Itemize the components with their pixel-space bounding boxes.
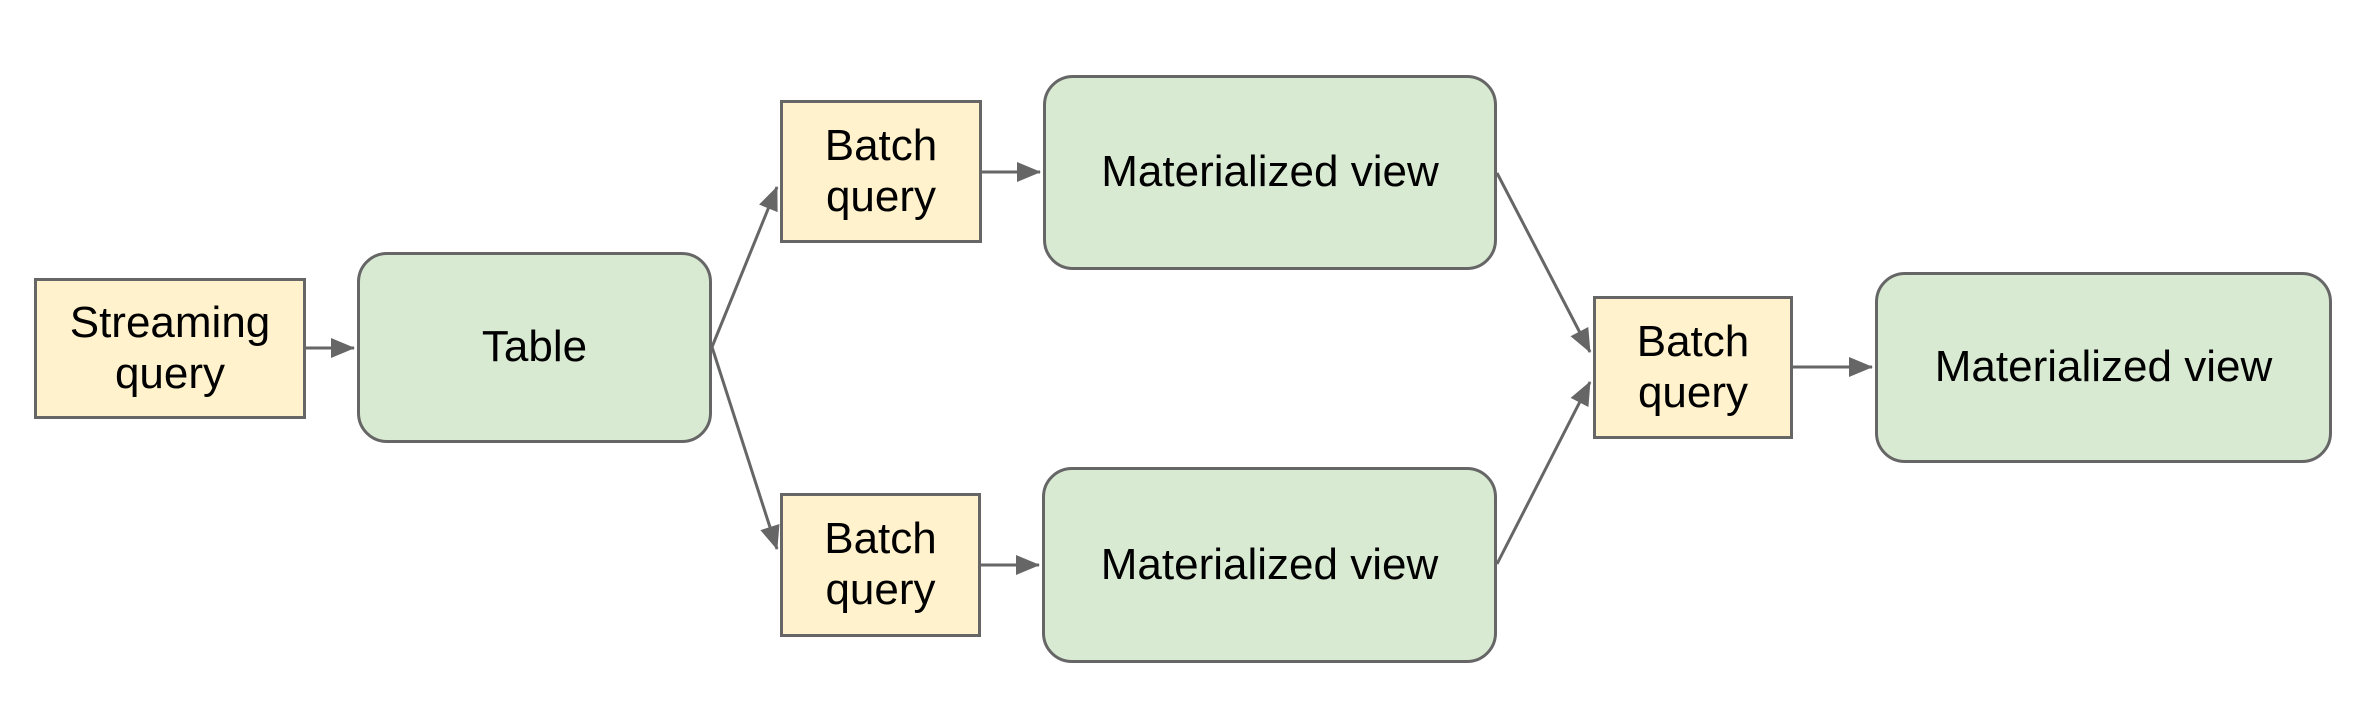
materialized-view-bottom-label: Materialized view bbox=[1100, 539, 1439, 589]
materialized-view-top-label: Materialized view bbox=[1101, 147, 1439, 197]
materialized-view-right-node: Materialized view bbox=[1875, 272, 2332, 463]
batch-query-bottom-node: Batch query bbox=[780, 493, 981, 637]
edge-table-to-batch-top bbox=[710, 186, 779, 348]
batch-query-right-label: Batch query bbox=[1636, 316, 1750, 417]
streaming-query-label: Streaming query bbox=[69, 297, 271, 398]
table-node: Table bbox=[357, 252, 712, 443]
materialized-view-top-node: Materialized view bbox=[1043, 75, 1497, 270]
edge-mv-bottom-to-batch-right bbox=[1495, 381, 1592, 565]
batch-query-top-label: Batch query bbox=[824, 120, 938, 221]
materialized-view-bottom-node: Materialized view bbox=[1042, 467, 1497, 663]
batch-query-bottom-label: Batch query bbox=[824, 514, 937, 614]
edge-mv-top-to-batch-right bbox=[1495, 172, 1592, 353]
batch-query-top-node: Batch query bbox=[780, 100, 982, 243]
edge-table-to-batch-bottom bbox=[710, 346, 780, 550]
materialized-view-right-label: Materialized view bbox=[1934, 342, 2273, 392]
streaming-query-node: Streaming query bbox=[34, 278, 306, 419]
batch-query-right-node: Batch query bbox=[1593, 296, 1793, 439]
table-label: Table bbox=[481, 322, 588, 372]
